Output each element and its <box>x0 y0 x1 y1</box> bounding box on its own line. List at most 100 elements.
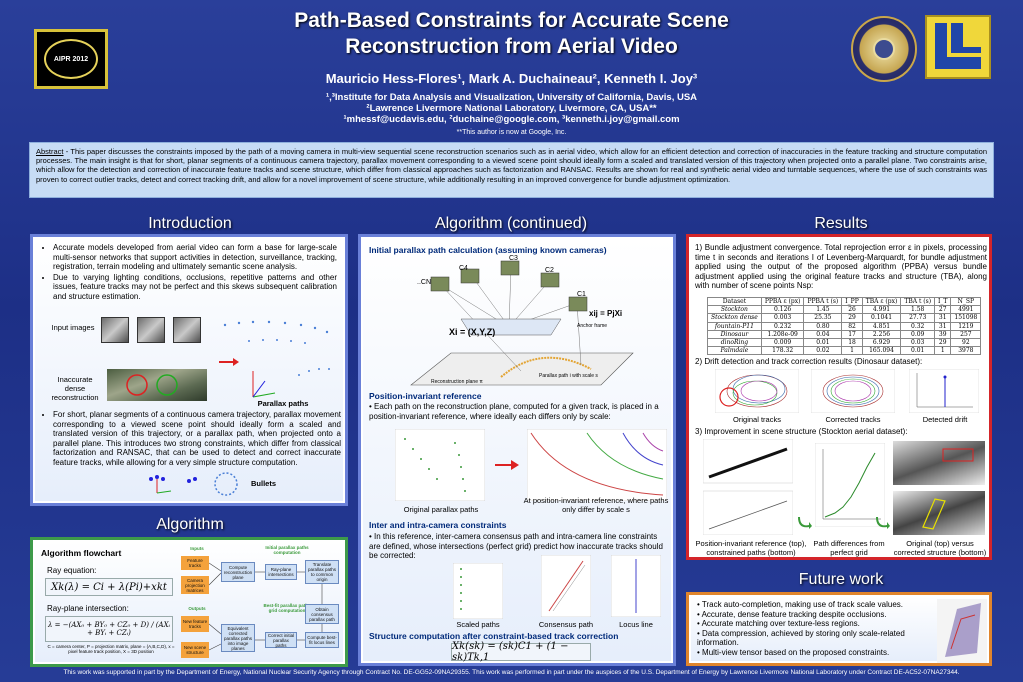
future-list: • Track auto-completion, making use of t… <box>697 600 917 658</box>
corrected-tracks-plot <box>811 369 895 413</box>
table-cell: 31 <box>934 321 952 331</box>
parallax-paths-dots <box>223 320 329 344</box>
table-cell: 17 <box>841 329 863 340</box>
table-cell: fountain-P11 <box>707 321 762 331</box>
table-cell: 39 <box>934 329 952 340</box>
table-cell: 0.1041 <box>861 313 902 323</box>
label-anchor-frame: Anchor frame <box>577 323 608 329</box>
algorithm-continued-panel: Initial parallax path calculation (assum… <box>358 234 676 666</box>
introduction-title: Introduction <box>148 215 232 232</box>
bullet-figure-2 <box>214 472 238 496</box>
green-arrow-1 <box>798 517 812 529</box>
table-cell: 0.003 <box>760 313 805 323</box>
label-input-images: Input images <box>51 323 95 332</box>
table-cell: 4.991 <box>861 305 902 315</box>
table-cell: 1.58 <box>900 305 936 315</box>
table-cell: 26 <box>841 305 863 315</box>
table-cell: 178.32 <box>760 346 805 356</box>
algcont-text-2: • Each path on the reconstruction plane,… <box>369 402 659 421</box>
table-cell: 31 <box>934 313 952 323</box>
uc-davis-seal-logo <box>851 16 917 82</box>
input-image-1 <box>101 317 129 343</box>
introduction-panel: Accurate models developed from aerial vi… <box>30 234 348 506</box>
flow-translate: Translate parallax paths to common origi… <box>305 560 339 584</box>
table-cell: Stockton <box>707 305 762 315</box>
intro-bullet-2: Due to varying lighting conditions, occl… <box>53 273 337 302</box>
seal-center <box>873 38 895 60</box>
caption-scaled-paths: Scaled paths <box>456 620 500 629</box>
future-item-5: • Multi-view tensor based on the propose… <box>697 647 890 657</box>
title-line-1: Path-Based Constraints for Accurate Scen… <box>294 9 729 32</box>
title-line-2: Reconstruction from Aerial Video <box>345 35 678 58</box>
locus-line-plot <box>611 555 661 617</box>
affiliation-emails: ¹mhessf@ucdavis.edu, ²duchaine@google.co… <box>343 114 680 125</box>
table-cell: Dinosaur <box>707 329 762 340</box>
algcont-heading-4: Structure computation after constraint-b… <box>369 631 619 641</box>
label-xi: Xi = (X,Y,Z) <box>449 327 496 337</box>
flow-outputs-label: Outputs <box>188 605 206 611</box>
intro-bullets: Accurate models developed from aerial vi… <box>41 243 337 302</box>
table-cell: 4991 <box>950 305 982 315</box>
flow-inputs-label: Inputs <box>190 545 204 551</box>
introduction-content: Accurate models developed from aerial vi… <box>35 239 343 501</box>
path-differences-plot <box>815 443 885 527</box>
funding-footer: This work was supported in part by the D… <box>63 669 960 676</box>
table-cell: 151098 <box>950 313 982 323</box>
table-cell: 4.851 <box>861 321 902 331</box>
flow-ray-plane: Ray-plane intersections <box>265 564 297 580</box>
th-tba-e: TBA ε (px) <box>861 296 902 307</box>
consensus-path-plot <box>541 555 591 617</box>
table-cell: dinoRing <box>707 338 762 348</box>
caption-posinv-paths: Position-invariant reference (top), cons… <box>695 539 807 557</box>
aipr-logo-text: AIPR 2012 <box>53 55 89 63</box>
table-cell: 0.126 <box>760 305 805 315</box>
table-cell: 27.73 <box>900 313 936 323</box>
affiliation-2: ²Lawrence Livermore National Laboratory,… <box>366 103 657 114</box>
poster-title: Path-Based Constraints for Accurate Scen… <box>220 8 803 60</box>
flow-new-scene: New scene structure <box>181 642 209 658</box>
table-cell: 18 <box>841 338 863 348</box>
original-tracks-plot <box>715 369 799 413</box>
algcont-heading-2: Position-invariant reference <box>369 391 482 401</box>
future-item-1: • Track auto-completion, making use of t… <box>697 600 904 609</box>
th-tba-t: TBA t (s) <box>900 296 936 307</box>
red-arrow-right <box>495 460 519 470</box>
caption-consensus-path: Consensus path <box>538 620 594 629</box>
table-cell: 165.094 <box>861 346 902 356</box>
corrected-structure-image <box>893 491 985 535</box>
label-bullets: Bullets <box>251 479 277 488</box>
table-cell: 257 <box>950 329 982 340</box>
authors: Mauricio Hess-Flores¹, Mark A. Duchainea… <box>325 71 698 86</box>
label-parallax-path-scale: Parallax path i with scale s <box>539 373 598 379</box>
ray-plane-equation: λ = −(AX₀ + BY₀ + CZ₀ + D) / (AXᵢ + BYᵢ … <box>45 616 173 642</box>
position-invariant-plot <box>527 429 667 501</box>
abstract-box: Abstract - This paper discusses the cons… <box>29 142 994 198</box>
aipr-logo: AIPR 2012 <box>34 29 108 89</box>
future-work-title: Future work <box>798 571 884 588</box>
algorithm-panel: Algorithm flowchart Ray equation: Xk(λ) … <box>30 537 348 667</box>
caption-original-tracks: Original tracks <box>733 415 781 424</box>
label-parallax-paths: Parallax paths <box>257 399 309 408</box>
caption-locus-line: Locus line <box>619 620 653 629</box>
table-cell: 92 <box>950 338 982 348</box>
table-cell: 0.009 <box>760 338 805 348</box>
flow-correct: Correct initial parallax paths <box>265 632 297 648</box>
parallax-axes-figure <box>219 358 330 398</box>
table-cell: 0.01 <box>803 338 843 348</box>
table-cell: 1.208e-09 <box>760 329 805 340</box>
llnl-logo <box>925 15 991 79</box>
table-cell: 27 <box>934 305 952 315</box>
table-cell: 6.929 <box>861 338 902 348</box>
results-item-2: 2) Drift detection and track correction … <box>695 357 923 366</box>
table-cell: 0.80 <box>803 321 843 331</box>
flow-initial-paths-label: Initial parallax paths computation <box>265 545 309 555</box>
flow-equivalent: Equivalent corrected parallax paths into… <box>221 624 255 652</box>
green-arrow-2 <box>876 517 890 529</box>
table-cell: 1 <box>934 346 952 356</box>
table-cell: 3978 <box>950 346 982 356</box>
table-cell: 82 <box>841 321 863 331</box>
flow-best-fit-label: Best-fit parallax paths grid computation <box>263 603 311 613</box>
